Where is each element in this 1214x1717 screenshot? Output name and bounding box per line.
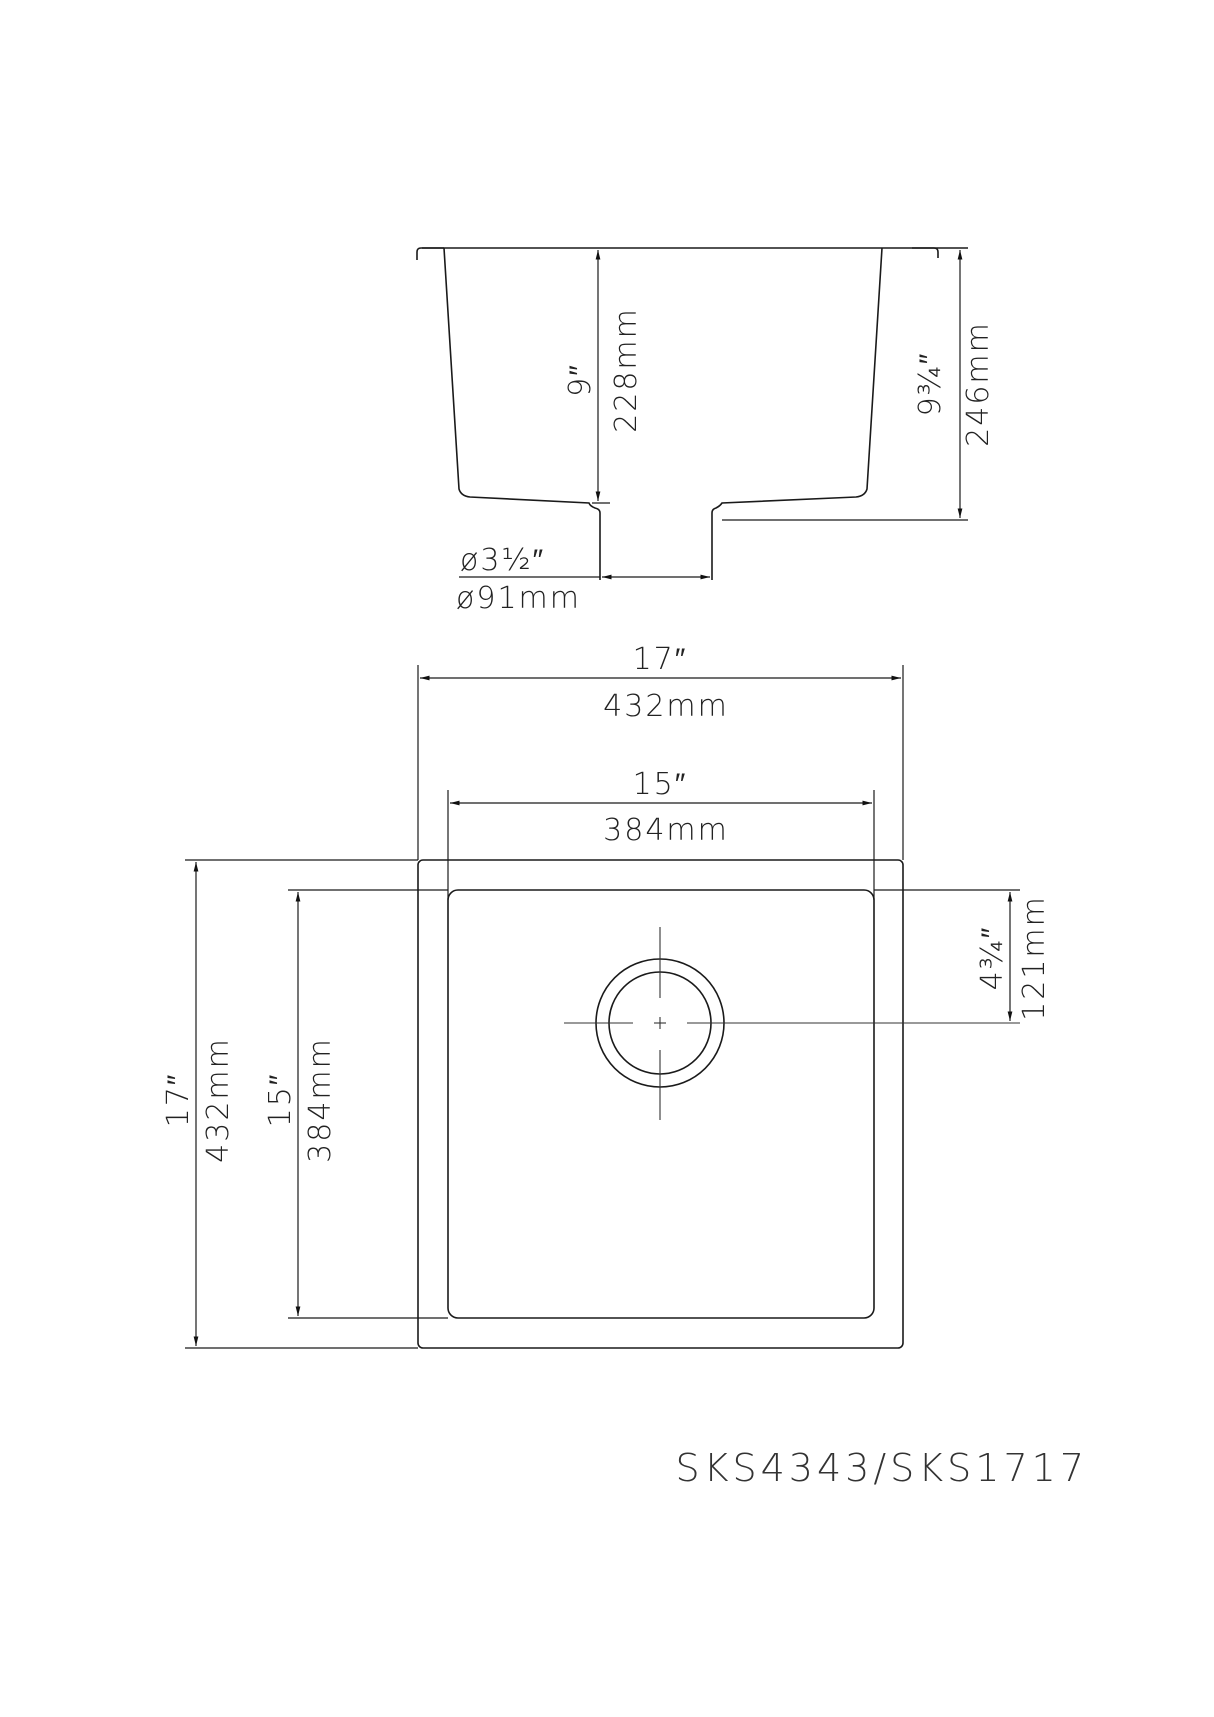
overall-length-imperial: 17″ — [161, 1073, 196, 1128]
overall-depth-metric: 246mm — [961, 321, 996, 447]
right-bowl-wall — [711, 247, 883, 580]
right-rim-lip — [912, 247, 939, 258]
inner-depth-imperial: 9″ — [563, 363, 598, 397]
overall-width-metric: 432mm — [603, 689, 729, 724]
inner-width-imperial: 15″ — [633, 767, 688, 802]
overall-depth-imperial: 9¾″ — [913, 352, 948, 417]
drain-offset-imperial: 4¾″ — [975, 926, 1010, 991]
inner-width-metric: 384mm — [603, 813, 729, 848]
left-rim-lip — [416, 247, 444, 260]
drain-offset-metric: 121mm — [1017, 895, 1052, 1021]
side-view: 9″ 228mm 9¾″ 246mm ø3½″ ø91mm — [416, 247, 996, 616]
sink-inner-bowl — [447, 889, 875, 1319]
model-number: SKS4343/SKS1717 — [675, 1446, 1088, 1490]
left-bowl-wall — [443, 247, 601, 580]
inner-depth-metric: 228mm — [609, 307, 644, 433]
inner-length-imperial: 15″ — [263, 1073, 298, 1128]
inner-length-metric: 384mm — [303, 1037, 338, 1163]
sink-outer-rim — [417, 859, 904, 1349]
drain-diameter-metric: ø91mm — [456, 581, 581, 616]
drain-diameter-imperial: ø3½″ — [460, 543, 545, 578]
top-view: 17″ 432mm 15″ 384mm 17″ 432mm 15″ 384mm — [161, 642, 1052, 1349]
overall-length-metric: 432mm — [201, 1037, 236, 1163]
overall-width-imperial: 17″ — [633, 642, 688, 677]
